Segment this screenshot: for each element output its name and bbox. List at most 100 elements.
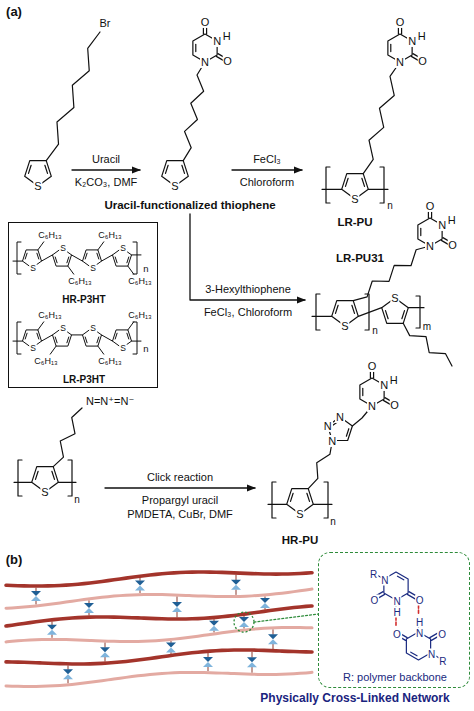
atom-label: H (447, 213, 457, 225)
side-chain (252, 652, 253, 657)
bond-line (335, 305, 338, 313)
uracil-symbol (135, 580, 145, 585)
side-chain (52, 622, 53, 625)
structure-label: S (59, 244, 67, 253)
uracil-symbol (260, 603, 270, 608)
uracil-symbol (63, 669, 73, 674)
side-chain (236, 575, 237, 580)
atom-label: O (222, 55, 233, 67)
repeat-subscript: n (73, 494, 81, 505)
bond-line (52, 471, 55, 479)
bond-line (115, 257, 117, 263)
polymer-bracket (365, 294, 369, 330)
structure-label: S (29, 344, 37, 353)
bond-line (50, 346, 56, 354)
polymer-bracket (133, 322, 137, 354)
repeat-subscript: n (386, 200, 394, 211)
reaction-arrow (105, 487, 255, 488)
atom-label: O (447, 239, 458, 251)
structure-label: C₆H₁₃ (97, 231, 122, 241)
bond-line (362, 178, 365, 186)
atom-label: Br (99, 17, 112, 29)
compound-name: LR-PU (336, 216, 373, 229)
uracil-symbol (135, 585, 145, 590)
uracil-symbol (203, 657, 213, 662)
bond-line (411, 652, 417, 656)
bond-line (72, 255, 83, 261)
bond-line (115, 333, 117, 339)
compound-name: HR-PU (281, 534, 319, 547)
atom-label: N (323, 420, 333, 432)
structure-label: C₆H₁₃ (97, 358, 122, 368)
uracil-symbol (84, 608, 94, 613)
side-chain (140, 578, 141, 580)
repeat-subscript: m (422, 321, 432, 332)
atom-label: N (327, 434, 337, 446)
structure-label: R (369, 568, 378, 579)
uracil-symbol (268, 634, 278, 639)
hydrogen-bond (418, 605, 420, 615)
bond-line (127, 333, 129, 339)
reagent-label: Click reaction (146, 471, 214, 483)
box-heading: R: polymer backbone (342, 671, 448, 683)
structure-label: H (392, 607, 401, 618)
uracil-symbol (84, 603, 94, 608)
atom-label: N (379, 379, 389, 391)
uracil-symbol (247, 662, 257, 667)
reagent-label: 3-Hexylthiophene (204, 283, 292, 295)
bond-line (128, 266, 134, 274)
atom-label: N=N⁺=N⁻ (85, 395, 135, 407)
bond-line (402, 311, 405, 319)
bond-line (390, 44, 391, 51)
bond-line (102, 335, 113, 341)
bond-line (182, 165, 185, 173)
uracil-symbol (47, 625, 57, 630)
side-chain (177, 612, 178, 617)
uracil-symbol (31, 596, 41, 601)
atom-label: O (200, 16, 211, 28)
reaction-arrow (72, 169, 140, 170)
reagent-label: Propargyl uracil (141, 494, 219, 506)
uracil-symbol (260, 598, 270, 603)
bond-line (97, 337, 99, 343)
structure-label: n (142, 344, 149, 354)
bond-line (37, 253, 39, 259)
bond-line (363, 62, 400, 174)
reagent-label: PMDETA, CuBr, DMF (126, 508, 234, 520)
polymer-chain (6, 628, 312, 642)
atom-label: N (437, 219, 447, 231)
atom-label: O (417, 55, 428, 67)
structure-label: C₆H₁₃ (127, 278, 152, 288)
atom-label: O (389, 399, 400, 411)
bond-line (25, 253, 27, 259)
bond-line (165, 165, 168, 173)
bond-line (308, 441, 332, 489)
atom-label: S (350, 193, 359, 205)
bond-line (183, 62, 205, 161)
bond-line (67, 257, 69, 263)
polymer-bracket (17, 322, 21, 354)
atom-label: S (340, 320, 349, 332)
uracil-symbol (100, 647, 110, 652)
side-chain (177, 597, 178, 602)
polymer-bracket (380, 167, 384, 203)
uracil-symbol (209, 621, 219, 626)
bond-line (37, 333, 39, 339)
structure-label: S (119, 344, 127, 353)
bond-line (25, 333, 27, 339)
polymer-bracket (324, 482, 328, 518)
side-chain (89, 601, 90, 603)
zoom-circle (234, 612, 254, 632)
uracil-symbol (47, 630, 57, 635)
bond-line (72, 334, 83, 335)
structure-label: C₆H₁₃ (33, 358, 58, 368)
bond-line (127, 257, 129, 263)
side-chain (68, 666, 69, 669)
polymer-chain (6, 606, 312, 626)
hydrogen-bond (395, 617, 397, 627)
structure-label: C₆H₁₃ (37, 231, 62, 241)
repeat-subscript: n (329, 516, 337, 527)
compound-name: LR-PU31 (335, 252, 385, 265)
side-chain (171, 641, 172, 642)
